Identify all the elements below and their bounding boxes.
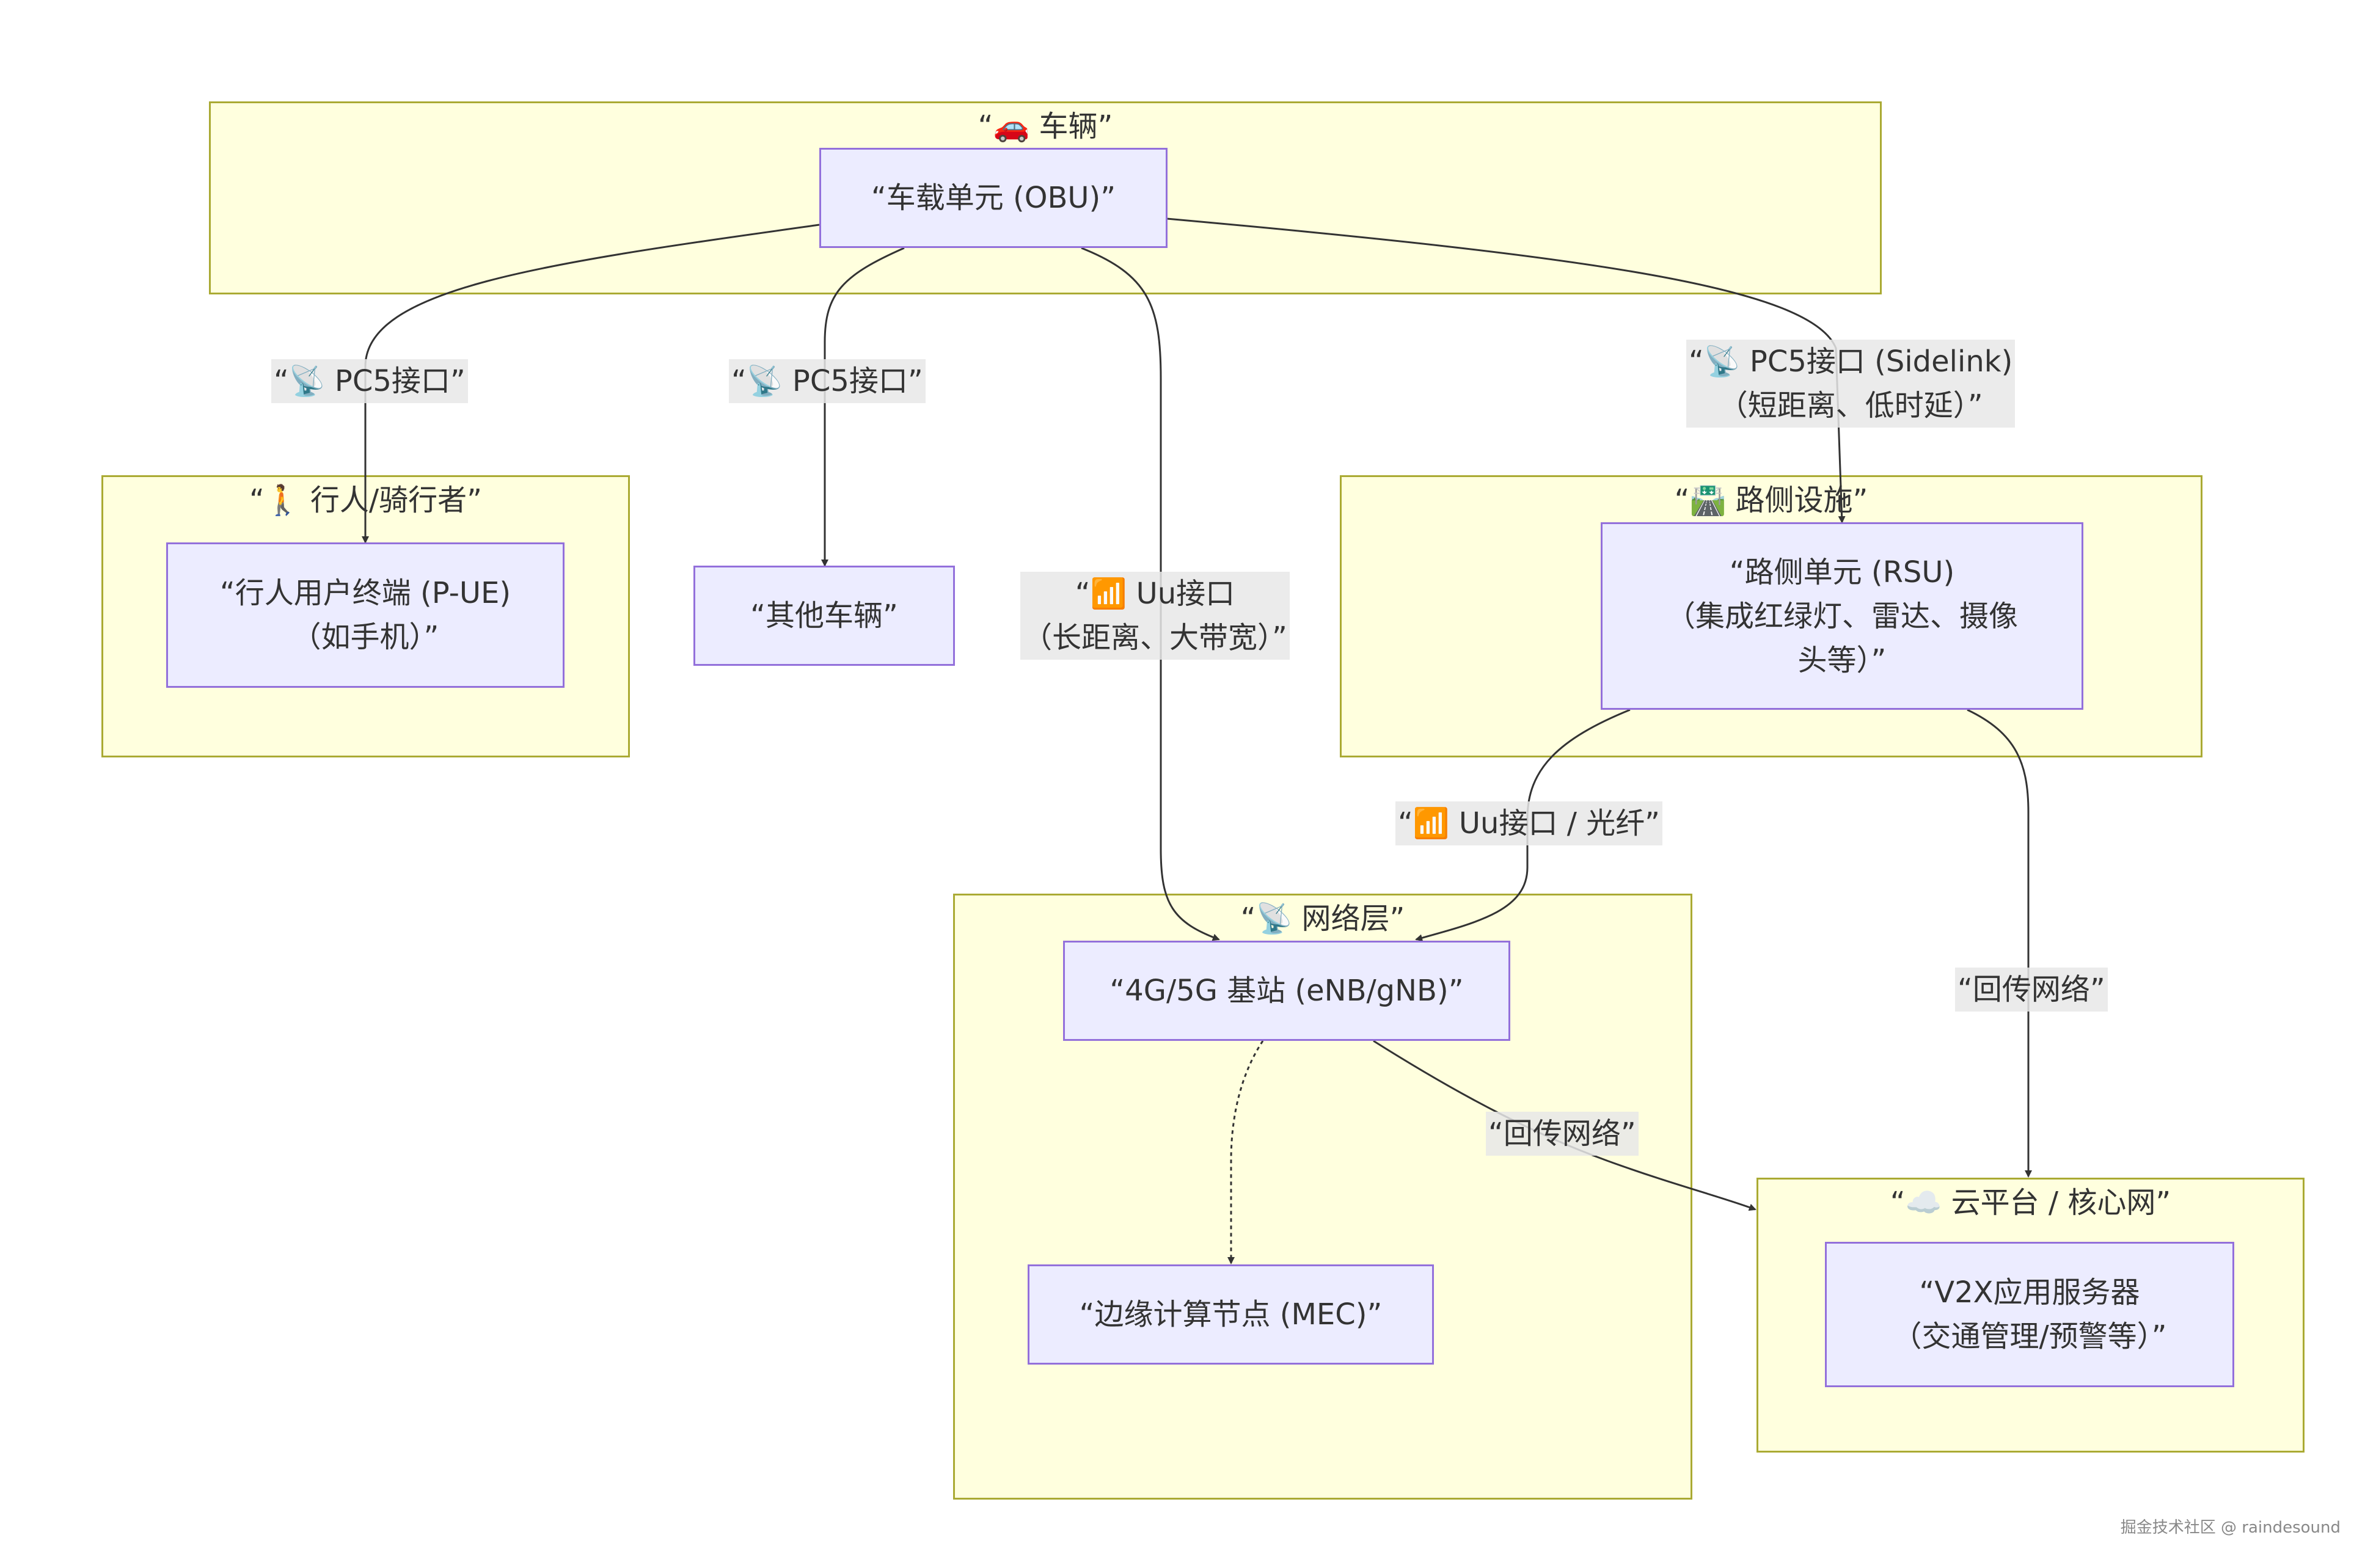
edge-label-obu-to-base-station: “📶 Uu接口 （长距离、大带宽）”	[1020, 572, 1290, 660]
cluster-cloud-title: “☁️ 云平台 / 核心网”	[1890, 1186, 2171, 1220]
edge-label-base-station-to-cloud: “回传网络”	[1486, 1112, 1639, 1156]
edge-rsu-to-cloud	[1967, 709, 2032, 1178]
node-mec[interactable]: “边缘计算节点 (MEC)”	[1028, 1264, 1434, 1365]
edge-label-rsu-to-base-station: “📶 Uu接口 / 光纤”	[1395, 801, 1663, 845]
edge-obu-to-pue	[362, 224, 820, 544]
node-pedestrian-ue[interactable]: “行人用户终端 (P-UE) （如手机）”	[166, 542, 565, 688]
edge-label-obu-to-other-vehicle: “📡 PC5接口”	[729, 359, 926, 403]
edge-label-obu-to-rsu: “📡 PC5接口 (Sidelink) （短距离、低时延）”	[1686, 340, 2016, 428]
edge-base-station-to-cloud	[1373, 1040, 1756, 1211]
node-v2x-server[interactable]: “V2X应用服务器 （交通管理/预警等）”	[1825, 1242, 2234, 1387]
edge-obu-to-rsu	[1166, 217, 1846, 523]
node-obu[interactable]: “车载单元 (OBU)”	[819, 148, 1168, 248]
cluster-vehicle-title: “🚗 车辆”	[978, 109, 1113, 144]
cluster-network-title: “📡 网络层”	[1240, 902, 1405, 936]
edge-base-station-to-mec	[1227, 1040, 1264, 1264]
node-other-vehicle[interactable]: “其他车辆”	[693, 566, 955, 666]
node-base-station[interactable]: “4G/5G 基站 (eNB/gNB)”	[1063, 941, 1510, 1041]
watermark: 掘金技术社区 @ raindesound	[2120, 1519, 2341, 1537]
edge-obu-to-base-station	[1081, 247, 1220, 941]
edge-obu-to-other-vehicle	[821, 247, 905, 567]
edge-label-rsu-to-cloud: “回传网络”	[1955, 968, 2108, 1012]
edge-label-obu-to-pue: “📡 PC5接口”	[271, 359, 468, 403]
cluster-roadside-title: “🛣️ 路侧设施”	[1674, 483, 1868, 517]
node-rsu[interactable]: “路侧单元 (RSU) （集成红绿灯、雷达、摄像 头等）”	[1601, 522, 2083, 710]
